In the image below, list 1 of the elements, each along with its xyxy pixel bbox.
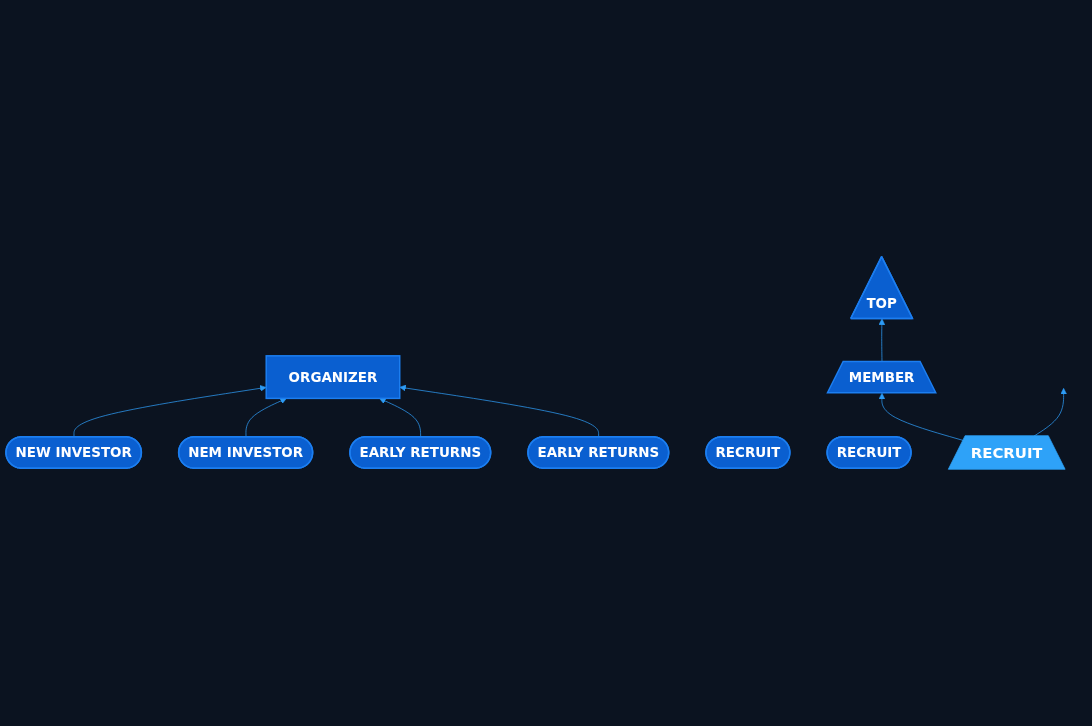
node-box: ORGANIZER	[265, 355, 401, 400]
